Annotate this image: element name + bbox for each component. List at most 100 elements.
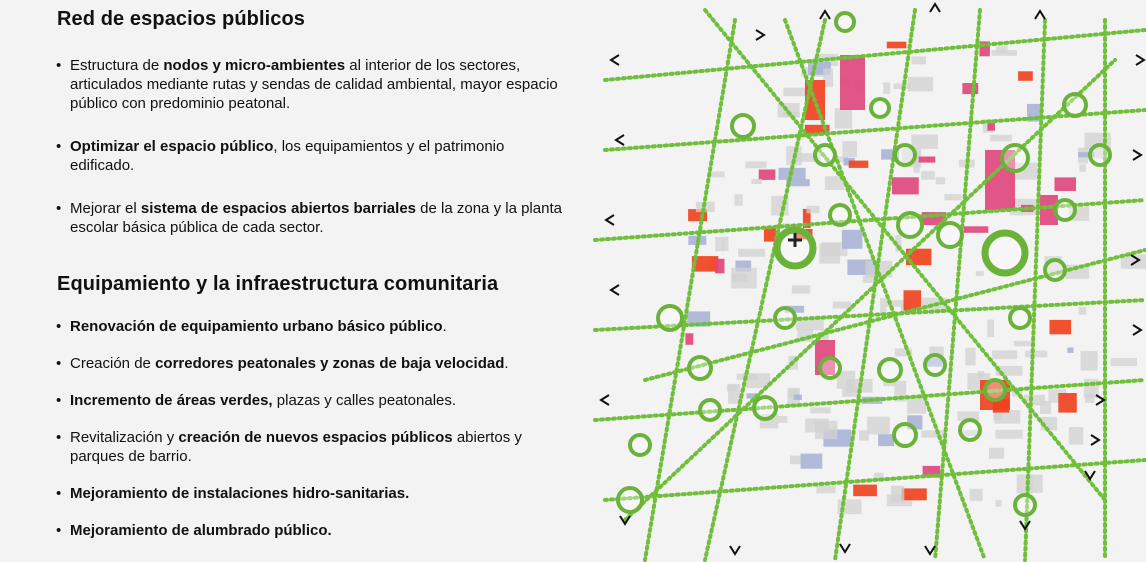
route-end-arrow-icon <box>1019 520 1031 531</box>
city-block <box>1058 393 1077 413</box>
city-block <box>1094 147 1107 159</box>
bold-text: creación de nuevos espacios públicos <box>178 429 453 446</box>
city-block <box>1078 307 1087 315</box>
city-block <box>991 50 1017 56</box>
park-node-circle <box>936 221 964 249</box>
city-block <box>805 418 829 433</box>
bullet-item: Mejoramiento de instalaciones hidro-sani… <box>56 484 566 503</box>
city-block <box>794 153 821 162</box>
city-block <box>921 430 946 438</box>
text: abiertos y parques de barrio. <box>70 429 522 465</box>
city-block <box>1078 152 1095 158</box>
city-block <box>783 87 809 97</box>
route-end-arrow-icon <box>1130 254 1141 266</box>
park-node-circle <box>813 143 837 167</box>
text: de la zona y la planta escolar básica pú… <box>70 200 562 236</box>
city-block <box>883 380 897 387</box>
city-block <box>804 124 830 135</box>
park-node-circle <box>698 398 722 422</box>
city-block <box>958 159 975 168</box>
city-block <box>913 152 920 173</box>
park-node-circle <box>1000 143 1030 173</box>
city-block <box>842 141 857 158</box>
route-end-arrow-icon <box>619 515 631 526</box>
city-block <box>891 485 905 502</box>
city-block <box>790 455 807 465</box>
route-end-arrow-icon <box>1135 54 1146 66</box>
route-end-arrow-icon <box>819 9 831 20</box>
city-block <box>1013 162 1038 180</box>
city-block <box>734 194 743 206</box>
city-block <box>992 350 1018 360</box>
public-spaces-bullet-list: Estructura de nodos y micro-ambientes al… <box>56 56 566 261</box>
text: Estructura de <box>70 57 164 74</box>
bold-text: Mejoramiento de alumbrado público. <box>70 522 332 539</box>
park-node-circle <box>981 229 1029 277</box>
city-block <box>989 447 1005 459</box>
bullet-item: Optimizar el espacio público, los equipa… <box>56 137 566 175</box>
city-block <box>778 416 788 423</box>
bold-text: Renovación de equipamiento urbano básico… <box>70 318 443 335</box>
city-block <box>1025 350 1048 358</box>
city-block <box>738 248 766 257</box>
bullet-item: Mejoramiento de alumbrado público. <box>56 521 566 540</box>
green-route <box>593 378 1146 422</box>
city-block <box>806 205 820 214</box>
city-block <box>878 434 894 447</box>
city-block <box>758 169 776 180</box>
route-end-arrow-icon <box>614 134 625 146</box>
city-block <box>924 357 943 367</box>
section-title-public-spaces: Red de espacios públicos <box>57 8 306 30</box>
city-block <box>874 472 884 481</box>
city-block <box>962 83 979 95</box>
bullet-item: Incremento de áreas verdes, plazas y cal… <box>56 391 566 410</box>
park-node-circle <box>877 357 903 383</box>
green-route <box>703 8 1107 502</box>
city-block <box>746 393 761 399</box>
text: al interior de los sectores, articulados… <box>70 57 558 112</box>
city-block <box>894 348 913 357</box>
city-block <box>921 171 935 180</box>
park-node-circle <box>773 226 817 270</box>
highlight-block <box>840 55 865 110</box>
route-end-arrow-icon <box>609 284 620 296</box>
park-node-circle <box>773 306 797 330</box>
park-node-circle <box>656 304 684 332</box>
text: Revitalización y <box>70 429 179 446</box>
city-block <box>800 453 823 469</box>
city-block <box>1080 351 1098 371</box>
bullet-item: Revitalización y creación de nuevos espa… <box>56 428 566 466</box>
park-node-circle <box>896 211 924 239</box>
city-block <box>1018 71 1033 81</box>
city-block <box>963 226 989 233</box>
city-block <box>691 256 719 272</box>
city-block <box>903 290 922 311</box>
city-block <box>987 319 994 338</box>
route-arrows-layer <box>599 2 1146 556</box>
route-end-arrow-icon <box>924 545 936 556</box>
city-block <box>907 76 934 92</box>
city-block <box>995 429 1023 439</box>
green-route <box>623 58 1117 522</box>
cross-marker-icon <box>788 233 802 247</box>
city-block <box>1013 340 1032 347</box>
route-end-arrow-icon <box>839 543 851 554</box>
city-block <box>1054 177 1076 191</box>
text-panel: Red de espacios públicos Estructura de n… <box>0 0 580 562</box>
city-block <box>707 171 725 178</box>
city-block <box>715 258 725 274</box>
city-block <box>922 465 941 478</box>
city-block <box>891 177 919 195</box>
city-block <box>832 301 852 309</box>
city-block <box>1040 400 1052 414</box>
park-node-circle <box>730 113 756 139</box>
text: Creación de <box>70 355 156 372</box>
text: . <box>504 355 509 372</box>
city-block <box>848 160 869 168</box>
park-node-circle <box>818 356 842 380</box>
city-block <box>728 383 741 404</box>
green-route <box>593 298 1146 332</box>
bold-text: Optimizar el espacio público <box>70 138 274 155</box>
city-block <box>995 365 1023 376</box>
route-end-arrow-icon <box>929 2 941 13</box>
